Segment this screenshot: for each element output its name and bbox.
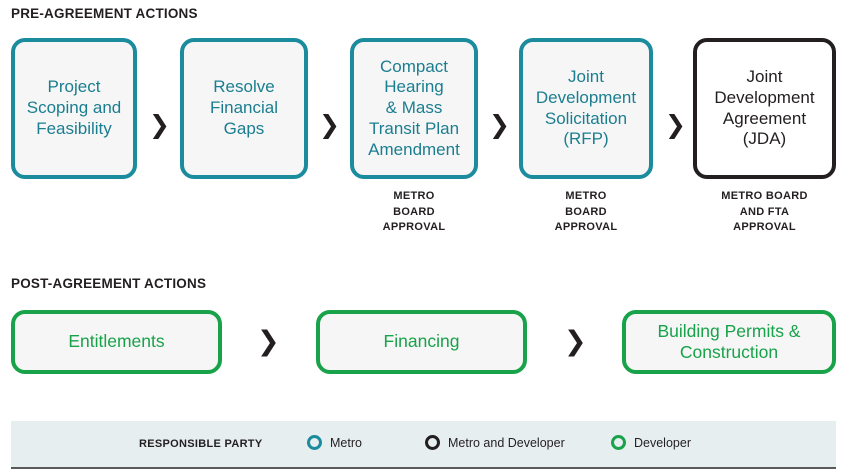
flow-step-building-permits-and-construction[interactable]: Building Permits &Construction bbox=[622, 310, 836, 374]
legend-title: RESPONSIBLE PARTY bbox=[139, 438, 263, 450]
legend-item-label: Metro and Developer bbox=[448, 435, 565, 450]
developer-ring-icon bbox=[611, 435, 626, 450]
flow-step-financing[interactable]: Financing bbox=[316, 310, 527, 374]
legend-bar: RESPONSIBLE PARTY Metro Metro and Develo… bbox=[11, 421, 836, 469]
flow-separator-chevron-icon: ❯ bbox=[564, 326, 587, 357]
post-agreement-section-title: POST-AGREEMENT ACTIONS bbox=[11, 276, 207, 291]
flow-separator-chevron-icon: ❯ bbox=[665, 110, 686, 139]
flow-step-label: Financing bbox=[383, 331, 460, 352]
pre-agreement-section-title: PRE-AGREEMENT ACTIONS bbox=[11, 6, 198, 21]
flow-separator-chevron-icon: ❯ bbox=[319, 110, 340, 139]
flow-step-label: Building Permits &Construction bbox=[657, 320, 801, 362]
flow-step-label: Entitlements bbox=[68, 331, 165, 352]
flow-separator-chevron-icon: ❯ bbox=[149, 110, 170, 139]
legend-item-label: Metro bbox=[330, 435, 362, 450]
flow-step-entitlements[interactable]: Entitlements bbox=[11, 310, 222, 374]
legend-item-label: Developer bbox=[634, 435, 691, 450]
legend-item-developer[interactable]: Developer bbox=[611, 435, 691, 450]
legend-item-metro-and-developer[interactable]: Metro and Developer bbox=[425, 435, 565, 450]
flow-separator-chevron-icon: ❯ bbox=[489, 110, 510, 139]
metro-ring-icon bbox=[307, 435, 322, 450]
legend-item-metro[interactable]: Metro bbox=[307, 435, 362, 450]
flow-separator-chevron-icon: ❯ bbox=[257, 326, 280, 357]
metro-and-developer-ring-icon bbox=[425, 435, 440, 450]
